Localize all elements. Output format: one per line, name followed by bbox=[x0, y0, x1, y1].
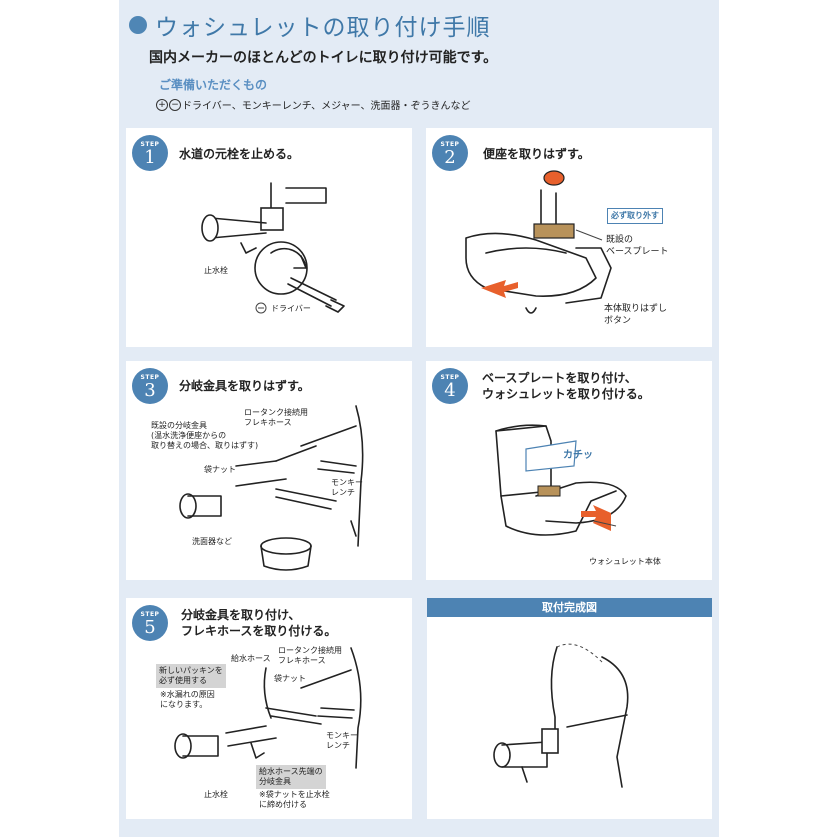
step-number: 2 bbox=[444, 147, 456, 168]
click-callout: カチッ bbox=[563, 450, 593, 461]
step-number: 1 bbox=[144, 147, 156, 168]
existing-fitting-callout: 既設の分岐金具 (温水洗浄便座からの 取り替えの場合、取りはずす) bbox=[151, 421, 259, 450]
step-label: STEP bbox=[140, 374, 160, 381]
step-4-illustration bbox=[495, 424, 627, 536]
step-1-badge: STEP 1 bbox=[132, 135, 168, 171]
step-label: STEP bbox=[140, 141, 160, 148]
base-plate-callout: 既設の ベースプレート bbox=[606, 235, 669, 257]
complete-illustration bbox=[493, 643, 629, 788]
page-subtitle: 国内メーカーのほとんどのトイレに取り付け可能です。 bbox=[149, 50, 498, 66]
fitting-note-callout: 給水ホース先端の 分岐金具 bbox=[256, 765, 326, 789]
new-packing-callout: 新しいパッキンを 必ず使用する bbox=[156, 664, 226, 688]
leak-note: ※水漏れの原因 になります。 bbox=[160, 690, 215, 709]
step-label: STEP bbox=[140, 611, 160, 618]
step-number: 3 bbox=[144, 380, 156, 401]
step-3-text: 分岐金具を取りはずす。 bbox=[179, 379, 310, 393]
stopcock-callout: 止水栓 bbox=[204, 266, 228, 275]
step-2-card: STEP 2 便座を取りはずす。 必ず取り外す 既設の ベースプレート 本体取り… bbox=[426, 128, 712, 347]
low-tank-callout: ロータンク接続用 フレキホース bbox=[278, 646, 342, 665]
tools-list: +−ドライバー、モンキーレンチ、メジャー、洗面器・ぞうきんなど bbox=[156, 97, 471, 112]
must-remove-callout: 必ず取り外す bbox=[607, 208, 663, 224]
step-4-card: STEP 4 ベースプレートを取り付け、 ウォシュレットを取り付ける。 カチッ … bbox=[426, 361, 712, 580]
step-4-text: ベースプレートを取り付け、 ウォシュレットを取り付ける。 bbox=[482, 371, 650, 401]
page-title-row: ウォシュレットの取り付け手順 bbox=[129, 8, 491, 42]
stopcock-callout: 止水栓 bbox=[204, 790, 228, 799]
tighten-note: ※袋ナットを止水栓 に締め付ける bbox=[259, 790, 330, 809]
low-tank-callout: ロータンク接続用 フレキホース bbox=[244, 408, 308, 427]
step-3-illustration bbox=[179, 405, 364, 571]
minus-driver-icon: − bbox=[169, 98, 181, 111]
release-button-callout: 本体取りはずし ボタン bbox=[604, 304, 668, 326]
basin-callout: 洗面器など bbox=[192, 537, 232, 546]
step-5-badge: STEP 5 bbox=[132, 605, 168, 641]
step-3-badge: STEP 3 bbox=[132, 368, 168, 404]
step-number: 5 bbox=[144, 617, 156, 638]
step-5-card: STEP 5 分岐金具を取り付け、 フレキホースを取り付ける。 新しいパッキンを… bbox=[126, 598, 412, 819]
bag-nut-callout: 袋ナット bbox=[274, 674, 306, 683]
step-5-illustration bbox=[174, 647, 362, 769]
step-number: 4 bbox=[444, 380, 456, 401]
driver-callout: ドライバー bbox=[271, 304, 311, 313]
supply-hose-callout: 給水ホース bbox=[231, 654, 271, 663]
step-1-text: 水道の元栓を止める。 bbox=[179, 147, 300, 161]
tools-text: ドライバー、モンキーレンチ、メジャー、洗面器・ぞうきんなど bbox=[182, 101, 471, 112]
title-bullet-icon bbox=[129, 16, 147, 34]
step-label: STEP bbox=[440, 141, 460, 148]
prep-heading: ご準備いただくもの bbox=[159, 78, 268, 92]
complete-diagram-card bbox=[427, 617, 712, 819]
page-title: ウォシュレットの取り付け手順 bbox=[155, 15, 491, 41]
step-4-badge: STEP 4 bbox=[432, 368, 468, 404]
plus-driver-icon: + bbox=[156, 98, 168, 111]
wrench-callout: モンキー レンチ bbox=[331, 478, 363, 497]
wrench-callout: モンキー レンチ bbox=[326, 731, 358, 750]
bag-nut-callout: 袋ナット bbox=[204, 465, 236, 474]
step-1-illustration bbox=[201, 182, 345, 314]
step-3-card: STEP 3 分岐金具を取りはずす。 ロータンク接続用 フレキホース 既設の分岐… bbox=[126, 361, 412, 580]
complete-diagram-title: 取付完成図 bbox=[427, 598, 712, 617]
step-5-text: 分岐金具を取り付け、 フレキホースを取り付ける。 bbox=[181, 608, 337, 638]
washlet-body-callout: ウォシュレット本体 bbox=[589, 557, 661, 566]
step-2-badge: STEP 2 bbox=[432, 135, 468, 171]
step-label: STEP bbox=[440, 374, 460, 381]
step-1-card: STEP 1 水道の元栓を止める。 止水栓 ドライバー bbox=[126, 128, 412, 347]
step-2-illustration bbox=[465, 170, 612, 314]
step-2-text: 便座を取りはずす。 bbox=[483, 147, 590, 161]
